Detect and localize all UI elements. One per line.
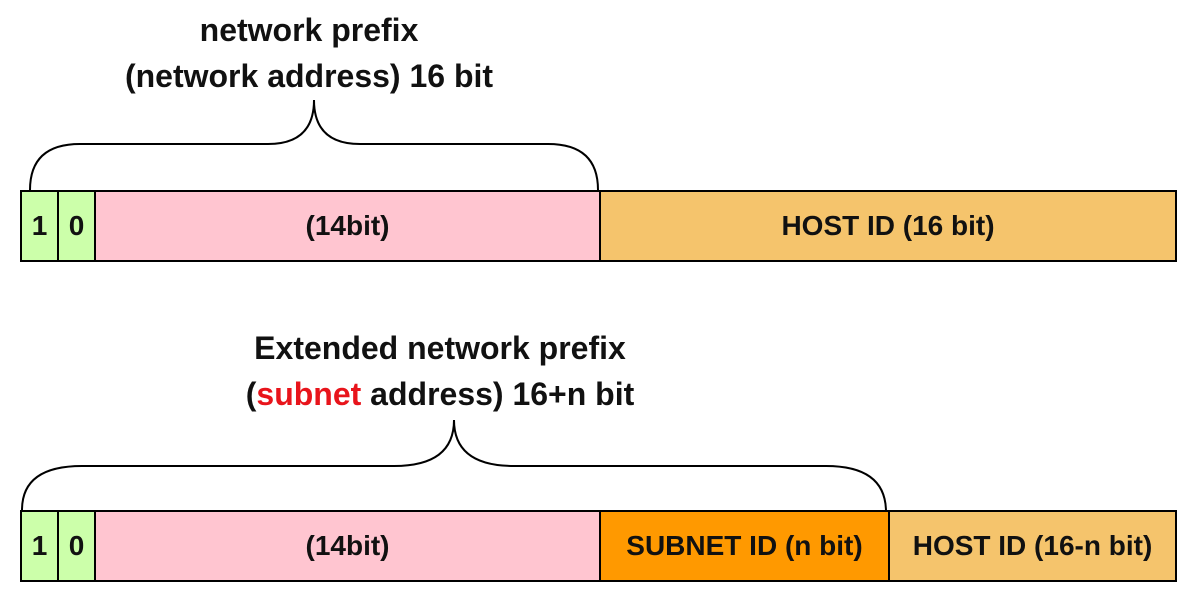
extended-prefix-brace <box>21 419 887 513</box>
host-id-cell: HOST ID (16-n bit) <box>888 510 1177 582</box>
subnet-highlight-word: subnet <box>256 376 362 412</box>
host-id-cell: HOST ID (16 bit) <box>599 190 1177 262</box>
subnet-id-cell: SUBNET ID (n bit) <box>599 510 890 582</box>
extended-prefix-title: Extended network prefix <box>254 330 626 366</box>
subnet-title-open: ( <box>245 376 257 412</box>
subnetted-address-row: 1 0 (14bit) SUBNET ID (n bit) HOST ID (1… <box>20 510 1177 582</box>
network-id-cell: (14bit) <box>94 510 601 582</box>
bit-cell-0: 0 <box>57 190 96 262</box>
bit-cell-1: 1 <box>20 190 59 262</box>
subnet-title-rest: address) 16+n bit <box>361 376 635 412</box>
network-id-cell: (14bit) <box>94 190 601 262</box>
bit-cell-1: 1 <box>20 510 59 582</box>
network-prefix-brace <box>29 99 599 191</box>
network-prefix-title: network prefix <box>199 12 419 48</box>
network-address-title: (network address) 16 bit <box>124 58 494 94</box>
classful-address-row: 1 0 (14bit) HOST ID (16 bit) <box>20 190 1177 262</box>
bit-cell-0: 0 <box>57 510 96 582</box>
subnet-address-title: (subnet address) 16+n bit <box>246 376 635 413</box>
